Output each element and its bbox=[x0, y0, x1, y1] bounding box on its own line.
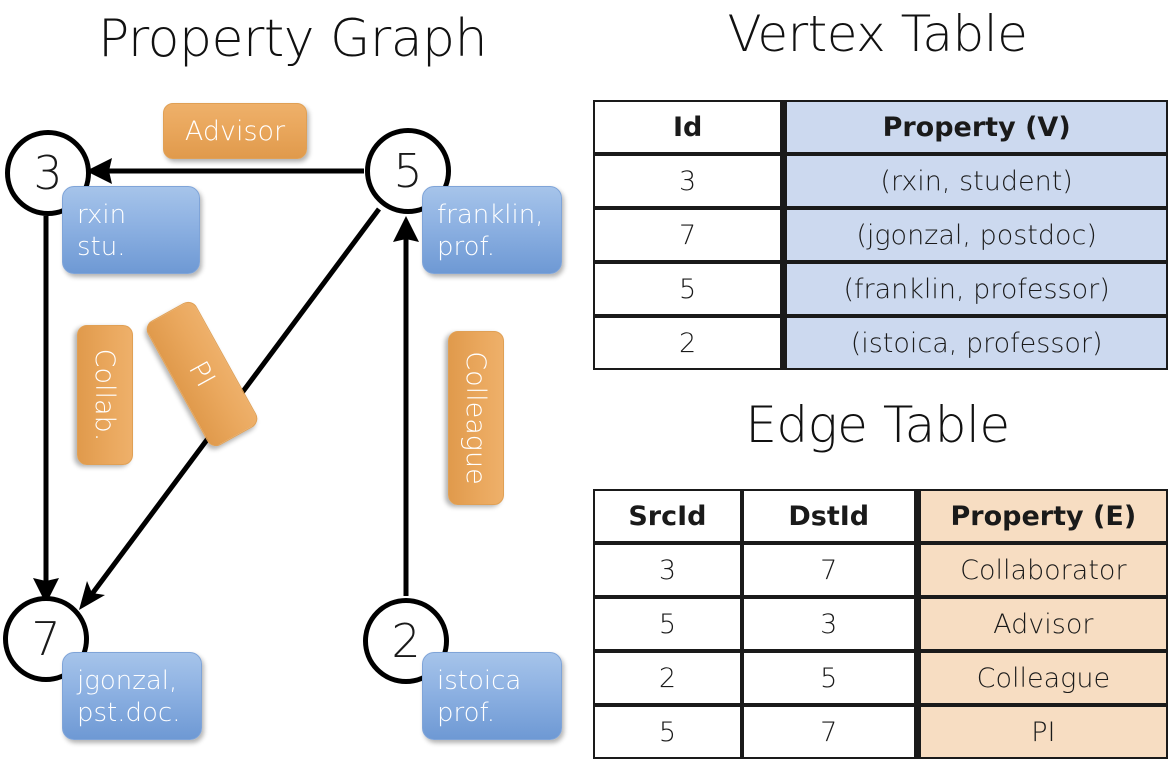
edge-2-to-5-colleague bbox=[393, 216, 419, 596]
edge-table-header-srcid: SrcId bbox=[593, 489, 742, 543]
vertex-cell-id: 2 bbox=[593, 316, 783, 370]
vertex-table-row: 2 (istoica, professor) bbox=[593, 316, 1168, 370]
vertex-cell-id: 5 bbox=[593, 262, 783, 316]
vertex-table: Id Property (V) 3 (rxin, student) 7 (jgo… bbox=[593, 100, 1168, 370]
vertex-table-header-row: Id Property (V) bbox=[593, 100, 1168, 154]
page-title-vertex-table: Vertex Table bbox=[727, 5, 1028, 63]
edge-table-row: 2 5 Colleague bbox=[593, 651, 1168, 705]
edge-table: SrcId DstId Property (E) 3 7 Collaborato… bbox=[593, 489, 1168, 759]
edge-label-box-collab: Collab. bbox=[77, 325, 133, 465]
vertex-table-row: 5 (franklin, professor) bbox=[593, 262, 1168, 316]
vertex-cell-id: 7 bbox=[593, 208, 783, 262]
vertex-cell-property: (istoica, professor) bbox=[782, 316, 1168, 370]
vertex-cell-id: 3 bbox=[593, 154, 783, 208]
edge-cell-srcid: 3 bbox=[593, 543, 742, 597]
node-property-box-jgonzal: jgonzal, pst.doc. bbox=[62, 652, 202, 740]
edge-cell-dstid: 3 bbox=[741, 597, 916, 651]
vertex-table-row: 3 (rxin, student) bbox=[593, 154, 1168, 208]
edge-3-to-7-collab bbox=[33, 216, 59, 604]
vertex-cell-property: (franklin, professor) bbox=[782, 262, 1168, 316]
graph-node-7-label: 7 bbox=[31, 612, 61, 666]
page-title-edge-table: Edge Table bbox=[745, 396, 1010, 454]
vertex-cell-property: (rxin, student) bbox=[782, 154, 1168, 208]
edge-table-row: 5 3 Advisor bbox=[593, 597, 1168, 651]
edge-cell-srcid: 5 bbox=[593, 705, 742, 759]
edge-cell-dstid: 7 bbox=[741, 543, 916, 597]
edge-cell-property: Advisor bbox=[915, 597, 1168, 651]
edge-cell-dstid: 5 bbox=[741, 651, 916, 705]
edge-cell-property: Colleague bbox=[915, 651, 1168, 705]
edge-table-header-row: SrcId DstId Property (E) bbox=[593, 489, 1168, 543]
property-graph-diagram: 3 5 7 2 rxin stu. franklin, prof. jgonza… bbox=[3, 103, 562, 740]
edge-cell-property: Collaborator bbox=[915, 543, 1168, 597]
vertex-table-header-id: Id bbox=[593, 100, 783, 154]
vertex-table-row: 7 (jgonzal, postdoc) bbox=[593, 208, 1168, 262]
edge-cell-dstid: 7 bbox=[741, 705, 916, 759]
edge-5-to-3-advisor bbox=[86, 158, 364, 184]
edge-table-row: 3 7 Collaborator bbox=[593, 543, 1168, 597]
graph-node-2[interactable]: 2 bbox=[363, 598, 449, 684]
node-property-box-franklin: franklin, prof. bbox=[422, 186, 562, 274]
edge-cell-property: PI bbox=[915, 705, 1168, 759]
vertex-cell-property: (jgonzal, postdoc) bbox=[782, 208, 1168, 262]
node-property-box-istoica: istoica prof. bbox=[422, 652, 562, 740]
graph-node-2-label: 2 bbox=[391, 614, 421, 668]
edge-cell-srcid: 2 bbox=[593, 651, 742, 705]
edge-label-box-advisor: Advisor bbox=[163, 103, 307, 159]
graph-edge-lines bbox=[33, 158, 419, 610]
edge-table-header-dstid: DstId bbox=[741, 489, 916, 543]
edge-cell-srcid: 5 bbox=[593, 597, 742, 651]
edge-label-box-colleague: Colleague bbox=[448, 331, 504, 505]
graph-node-5-label: 5 bbox=[393, 144, 423, 198]
page-title-property-graph: Property Graph bbox=[97, 9, 488, 69]
edge-table-header-property: Property (E) bbox=[915, 489, 1168, 543]
node-property-box-rxin: rxin stu. bbox=[62, 186, 200, 274]
graph-node-3-label: 3 bbox=[33, 146, 63, 200]
edge-table-row: 5 7 PI bbox=[593, 705, 1168, 759]
vertex-table-header-property: Property (V) bbox=[782, 100, 1168, 154]
